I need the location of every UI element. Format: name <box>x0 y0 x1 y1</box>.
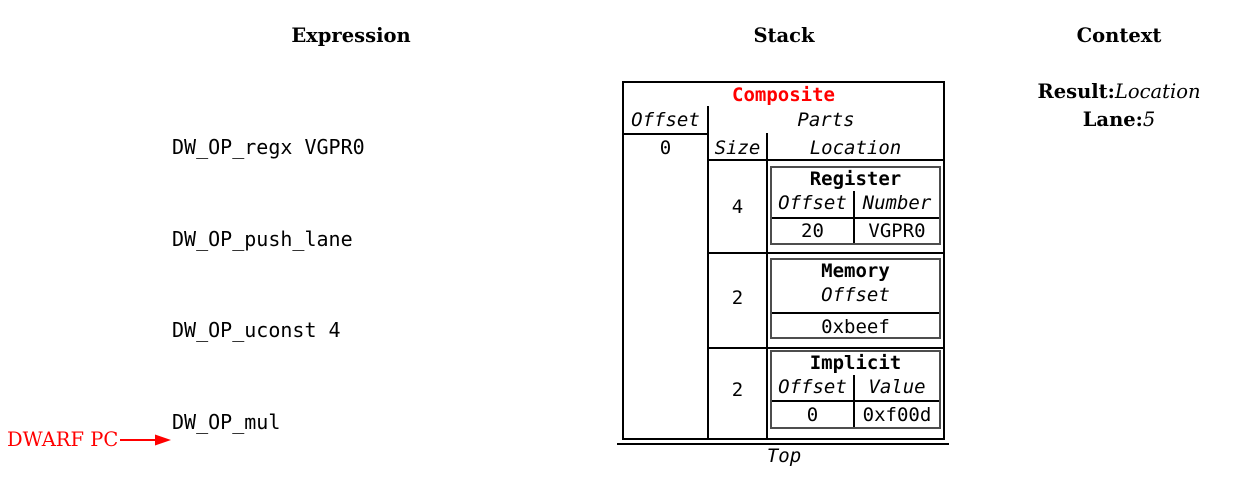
offset-header-underline <box>624 133 709 135</box>
size-location-divider <box>766 133 768 438</box>
opcode-line: DW_OP_push_lane <box>172 226 353 251</box>
parts-header-underline <box>709 159 943 161</box>
stack-location-header: Location <box>809 137 902 159</box>
stack-composite-table: Composite Offset Parts 0 Size Location 4… <box>622 81 945 440</box>
context-result-row: Result:Location <box>994 78 1241 106</box>
lane-label: Lane: <box>1082 108 1143 131</box>
dwarf-pc-arrow-icon <box>120 434 172 446</box>
memory-offset-header: Offset <box>821 284 890 306</box>
implicit-offset-value: 0 <box>806 404 819 426</box>
stack-top-label: Top <box>766 445 802 467</box>
part-row-divider-2 <box>709 347 943 349</box>
lane-value: 5 <box>1142 108 1156 131</box>
part-size-value: 2 <box>731 287 744 309</box>
offset-parts-divider <box>707 106 709 438</box>
implicit-offset-header: Offset <box>778 376 847 398</box>
stack-parts-header: Parts <box>797 109 855 131</box>
part-row-divider-1 <box>709 252 943 254</box>
stack-offset-value: 0 <box>659 137 672 159</box>
stack-offset-header: Offset <box>631 109 700 131</box>
register-number-header: Number <box>862 192 932 214</box>
stack-top-double-line <box>617 443 949 445</box>
register-offset-header: Offset <box>778 192 847 214</box>
part-size-value: 2 <box>731 379 744 401</box>
part-box-memory: Memory Offset 0xbeef <box>770 258 941 339</box>
result-value: Location <box>1114 80 1201 103</box>
context-column-title: Context <box>1076 24 1162 47</box>
dwarf-pc-marker: DWARF PC <box>7 429 172 451</box>
stack-size-header: Size <box>714 137 761 159</box>
implicit-header-underline <box>772 400 939 402</box>
dwarf-pc-label: DWARF PC <box>7 428 119 451</box>
memory-header-underline <box>772 312 939 314</box>
part-kind-label: Memory <box>821 260 890 282</box>
result-label: Result: <box>1037 80 1115 103</box>
part-box-register: Register Offset Number 20 VGPR0 <box>770 166 941 245</box>
opcode-line: DW_OP_regx VGPR0 <box>172 135 365 159</box>
context-lane-row: Lane:5 <box>994 106 1241 134</box>
implicit-value-value: 0xf00d <box>862 404 932 426</box>
register-offset-value: 20 <box>801 220 824 242</box>
part-kind-label: Register <box>809 168 902 190</box>
stack-entry-type: Composite <box>732 84 835 106</box>
register-header-underline <box>772 217 939 219</box>
expression-column-title: Expression <box>291 24 411 47</box>
part-box-implicit: Implicit Offset Value 0 0xf00d <box>770 350 941 429</box>
expression-opcode-list: DW_OP_regx VGPR0 DW_OP_push_lane DW_OP_u… <box>172 71 401 500</box>
opcode-line: DW_OP_mul <box>172 409 281 434</box>
context-block: Result:Location Lane:5 <box>994 78 1241 134</box>
implicit-value-header: Value <box>868 376 926 398</box>
part-size-value: 4 <box>731 196 744 218</box>
part-kind-label: Implicit <box>809 352 902 374</box>
register-number-value: VGPR0 <box>868 220 926 242</box>
opcode-line: DW_OP_uconst 4 <box>172 318 341 342</box>
memory-offset-value: 0xbeef <box>821 316 890 338</box>
stack-column-title: Stack <box>753 24 815 47</box>
